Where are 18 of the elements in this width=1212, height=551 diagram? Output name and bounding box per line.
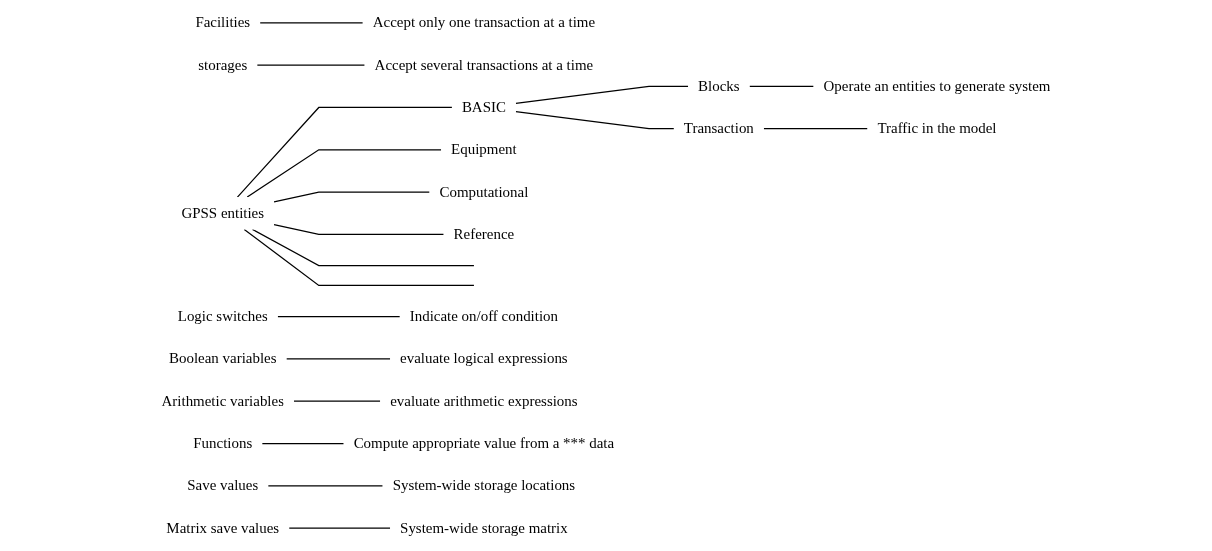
connector-line — [515, 85, 689, 104]
connector-line — [277, 315, 401, 318]
connector-line — [243, 228, 475, 287]
connector-line — [251, 228, 475, 267]
connector-line — [273, 191, 431, 203]
connector-line — [285, 358, 391, 360]
connector-line — [267, 485, 384, 487]
connector-line — [515, 110, 675, 130]
connector-line — [236, 106, 453, 198]
connector-line — [246, 149, 442, 198]
connector-line — [259, 22, 364, 24]
connector-line — [763, 128, 869, 130]
connector-line — [293, 400, 381, 402]
connector-line — [261, 442, 345, 445]
connector-line — [273, 223, 445, 236]
connector-line — [288, 527, 391, 529]
connector-line — [256, 64, 366, 66]
connector-line — [748, 85, 815, 87]
